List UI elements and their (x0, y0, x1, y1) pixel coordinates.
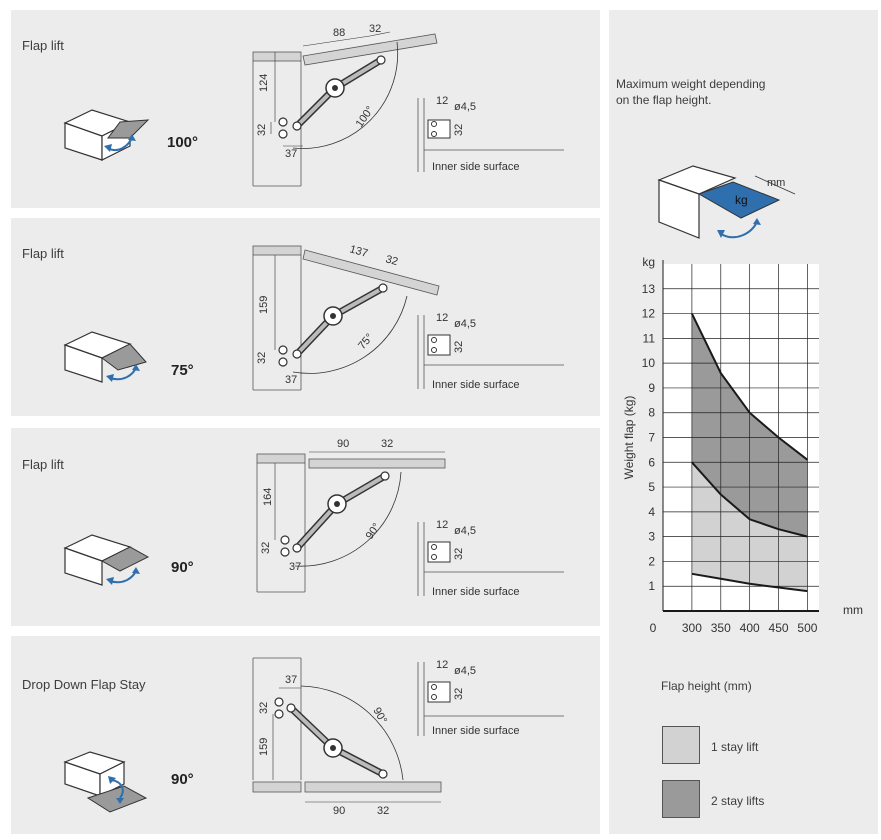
x-tick-label: 350 (711, 621, 731, 635)
dimension-offset: 37 (285, 674, 297, 686)
cabinet-drop-down-icon (63, 751, 148, 813)
dimension-vertical: 159 (258, 738, 270, 756)
side-detail-3: 12 ø4,5 32 Inner side surface (417, 519, 564, 598)
side-dim-hole: ø4,5 (454, 665, 476, 677)
dimension-slot: 32 (384, 253, 399, 268)
y-tick-label: 7 (648, 431, 655, 445)
stay-drawing-100: 88 32 124 32 37 100° (252, 23, 438, 187)
dimension-top: 90 (333, 805, 345, 817)
x-tick-label: 500 (797, 621, 817, 635)
origin-label: 0 (650, 621, 657, 635)
arc-angle-label: 75° (356, 331, 376, 351)
stay-drawing-90: 90 32 164 32 37 90° (256, 438, 446, 593)
side-detail-4: 12 ø4,5 32 Inner side surface (417, 659, 564, 737)
dimension-vertical: 159 (258, 296, 270, 314)
dimension-pivot: 32 (258, 702, 270, 714)
y-tick-label: 2 (648, 554, 655, 568)
y-tick-label: 3 (648, 530, 655, 544)
series-line-1-stay-max (691, 461, 808, 538)
panel-title: Flap lift (22, 38, 64, 53)
stay-drawing-75: 137 32 159 32 37 75° (252, 243, 440, 391)
opening-angle: 100° (167, 134, 199, 151)
chart-heading-line-1: Maximum weight depending (616, 77, 766, 91)
inner-side-surface-label: Inner side surface (432, 161, 519, 173)
side-detail-1: 12 ø4,5 32 Inner side surface (417, 95, 564, 173)
x-tick-label: 400 (740, 621, 760, 635)
x-axis-caption: Flap height (mm) (661, 679, 752, 693)
legend-swatch-1-stay (662, 726, 700, 764)
box-mm-label: mm (767, 177, 785, 189)
panel-title: Flap lift (22, 457, 64, 472)
cabinet-flap-icon-90 (63, 534, 150, 586)
x-unit-label: mm (843, 603, 863, 617)
dimension-pivot: 32 (256, 352, 268, 364)
side-dim-width: 12 (436, 519, 448, 531)
dimension-slot: 32 (377, 805, 389, 817)
side-dim-width: 12 (436, 659, 448, 671)
opening-angle: 90° (171, 771, 194, 788)
side-dim-hole: ø4,5 (454, 318, 476, 330)
series-line-1-stay-min (691, 572, 808, 593)
side-dim-height: 32 (453, 548, 465, 560)
panel-title: Flap lift (22, 246, 64, 261)
inner-side-surface-label: Inner side surface (432, 586, 519, 598)
opening-angle: 90° (171, 559, 194, 576)
y-tick-label: 1 (648, 579, 655, 593)
dimension-pivot: 32 (256, 124, 268, 136)
dimension-offset: 37 (285, 374, 297, 386)
y-tick-label: 12 (642, 307, 656, 321)
x-tick-label: 300 (682, 621, 702, 635)
side-dim-height: 32 (453, 341, 465, 353)
y-tick-label: 4 (648, 505, 655, 519)
opening-angle: 75° (171, 362, 194, 379)
side-dim-width: 12 (436, 312, 448, 324)
side-dim-hole: ø4,5 (454, 101, 476, 113)
y-tick-label: 5 (648, 480, 655, 494)
dimension-pivot: 32 (260, 542, 272, 554)
series-line-2-stays-max (690, 313, 809, 461)
y-tick-label: 10 (642, 356, 656, 370)
dimension-vertical: 164 (262, 488, 274, 506)
legend-label-2-stays: 2 stay lifts (711, 794, 765, 808)
cabinet-flap-icon-75 (63, 331, 147, 383)
arc-angle-label: 90° (364, 521, 383, 542)
dimension-vertical: 124 (258, 74, 270, 92)
cabinet-flap-icon-100 (63, 109, 150, 161)
dimension-slot: 32 (381, 438, 393, 450)
x-tick-label: 450 (769, 621, 789, 635)
dimension-top: 137 (348, 243, 369, 260)
side-dim-hole: ø4,5 (454, 525, 476, 537)
y-tick-label: 11 (643, 331, 656, 345)
box-kg-label: kg (735, 193, 748, 207)
dimension-offset: 37 (289, 561, 301, 573)
side-dim-width: 12 (436, 95, 448, 107)
chart-heading-line-2: on the flap height. (616, 93, 712, 107)
stay-drawing-drop-down: 37 32 159 90 32 90° (252, 657, 442, 817)
y-tick-label: 13 (642, 282, 656, 296)
side-detail-2: 12 ø4,5 32 Inner side surface (417, 312, 564, 391)
dimension-top: 90 (337, 438, 349, 450)
dimension-slot: 32 (369, 23, 381, 35)
side-dim-height: 32 (453, 688, 465, 700)
legend-swatch-2-stays (662, 780, 700, 818)
box-dimension-icon: mm kg (657, 165, 796, 239)
arc-angle-label: 90° (370, 706, 389, 726)
y-unit-label: kg (642, 255, 655, 269)
chart-heading: Maximum weight depending on the flap hei… (616, 76, 765, 108)
dimension-offset: 37 (285, 148, 297, 160)
panel-title: Drop Down Flap Stay (22, 677, 146, 692)
panel-flap-lift-90 (11, 428, 600, 626)
inner-side-surface-label: Inner side surface (432, 379, 519, 391)
y-tick-label: 9 (648, 381, 655, 395)
y-tick-label: 6 (648, 455, 655, 469)
dimension-top: 88 (333, 27, 345, 39)
inner-side-surface-label: Inner side surface (432, 725, 519, 737)
legend-label-1-stay: 1 stay lift (711, 740, 759, 754)
panel-flap-lift-100 (11, 10, 600, 208)
y-axis-label: Weight flap (kg) (622, 396, 636, 480)
side-dim-height: 32 (453, 124, 465, 136)
y-tick-label: 8 (648, 406, 655, 420)
